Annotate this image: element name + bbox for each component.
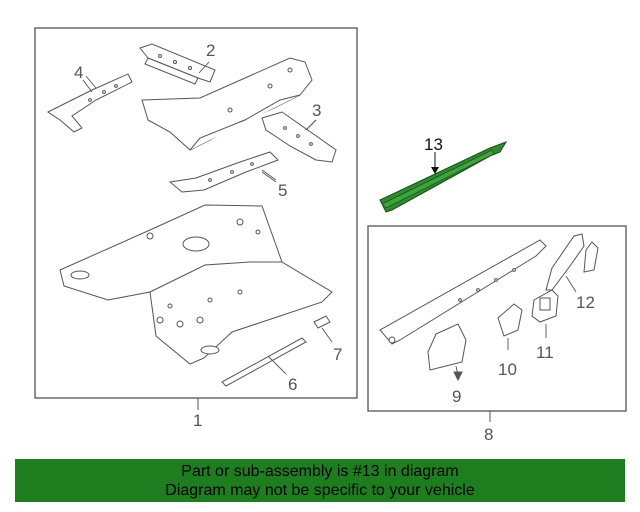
part-11-drawing [531, 289, 559, 338]
callout-13: 13 [424, 135, 443, 154]
part-2-drawing [139, 43, 216, 85]
leader-lines [82, 79, 317, 183]
callout-10: 10 [498, 360, 517, 379]
callout-3: 3 [312, 101, 321, 120]
group-box-8 [367, 225, 627, 422]
part-13-drawing [379, 141, 508, 213]
group-box-1 [34, 27, 358, 410]
callout-7: 7 [333, 345, 342, 364]
callout-8: 8 [484, 425, 493, 444]
callout-11: 11 [536, 343, 554, 362]
floor-pan-drawing [59, 204, 333, 365]
callout-2: 2 [206, 41, 215, 60]
banner-line-2: Diagram may not be specific to your vehi… [165, 482, 475, 499]
part-7-drawing [313, 315, 333, 343]
side-member-drawing [379, 239, 547, 345]
upper-floor-panel-drawing [141, 57, 313, 151]
callout-12: 12 [576, 293, 595, 312]
part-5-drawing [168, 151, 279, 193]
callout-9: 9 [452, 387, 461, 406]
callout-1: 1 [193, 411, 202, 430]
info-banner: Part or sub-assembly is #13 in diagram D… [15, 459, 625, 502]
part-4-drawing [47, 73, 133, 133]
callout-5: 5 [278, 181, 287, 200]
banner-line-1: Part or sub-assembly is #13 in diagram [181, 463, 459, 480]
parts-diagram: 1 2 3 4 5 6 7 8 9 10 11 12 13 [34, 27, 627, 444]
part-9-drawing [427, 323, 467, 382]
part-3-drawing [261, 111, 337, 163]
callout-6: 6 [288, 375, 297, 394]
part-6-drawing [221, 337, 307, 387]
part-12-drawing [545, 233, 599, 293]
callout-4: 4 [74, 63, 83, 82]
part-10-drawing [497, 303, 523, 350]
